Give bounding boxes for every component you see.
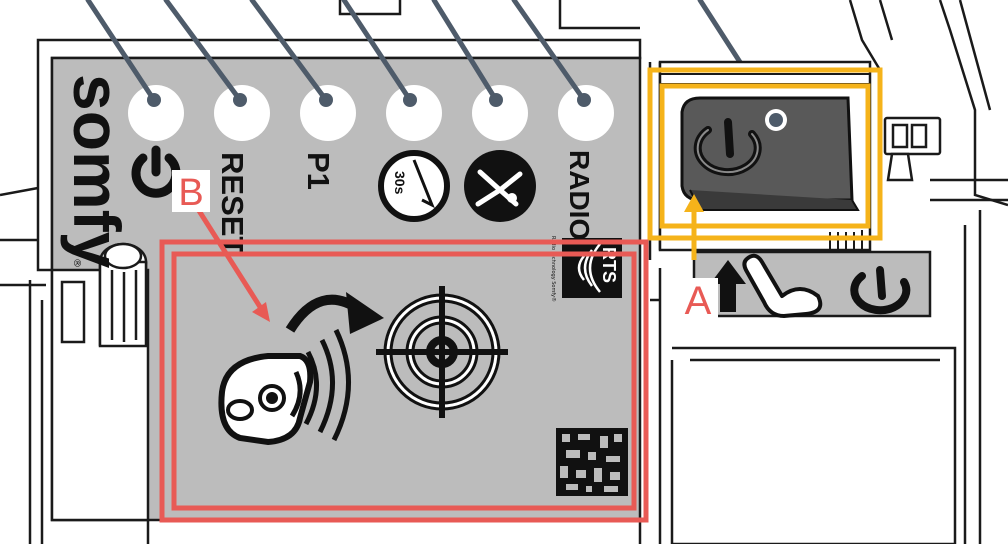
pedestrian-icon: [464, 150, 536, 222]
callout-b-frame: [159, 239, 649, 523]
callout-a-letter: A: [685, 279, 712, 323]
remote-control-icon: [218, 328, 351, 446]
led-p1: [300, 85, 356, 141]
target-icon: [376, 286, 508, 418]
connector-post: [50, 242, 150, 522]
led-timer: [386, 85, 442, 141]
brand-registered-mark: ®: [71, 258, 82, 268]
strip-power-icon: [850, 266, 911, 315]
callout-b-letter: B: [178, 172, 203, 214]
led-label-radio: RADIO: [564, 150, 595, 240]
power-icon: [131, 145, 181, 198]
callout-a-pointer: [684, 194, 704, 260]
led-pedestrian: [472, 85, 528, 141]
led-row: [128, 85, 614, 141]
timer-label: 30s: [392, 171, 408, 195]
callout-a-badge: A: [678, 278, 718, 323]
callout-b-pointer: [193, 204, 270, 322]
led-power: [128, 85, 184, 141]
callout-a-frame: [647, 67, 883, 241]
callout-b-badge: B: [172, 170, 210, 214]
led-reset: [214, 85, 270, 141]
timer-30s-icon: 30s: [378, 150, 450, 222]
led-label-p1: P1: [301, 152, 336, 190]
signal-arrow: [285, 292, 384, 334]
hand-press-icon: [742, 253, 823, 318]
led-label-reset: RESET: [215, 152, 250, 255]
brand-logo: somfy: [60, 74, 134, 269]
power-button[interactable]: [680, 96, 860, 211]
rts-badge: RTS: [562, 238, 622, 298]
rts-fine-print: Radio Technology Somfy®: [550, 236, 557, 302]
datamatrix-code: [556, 428, 628, 496]
push-up-arrow-icon: [710, 260, 746, 312]
led-radio: [558, 85, 614, 141]
side-clip: [883, 116, 942, 182]
